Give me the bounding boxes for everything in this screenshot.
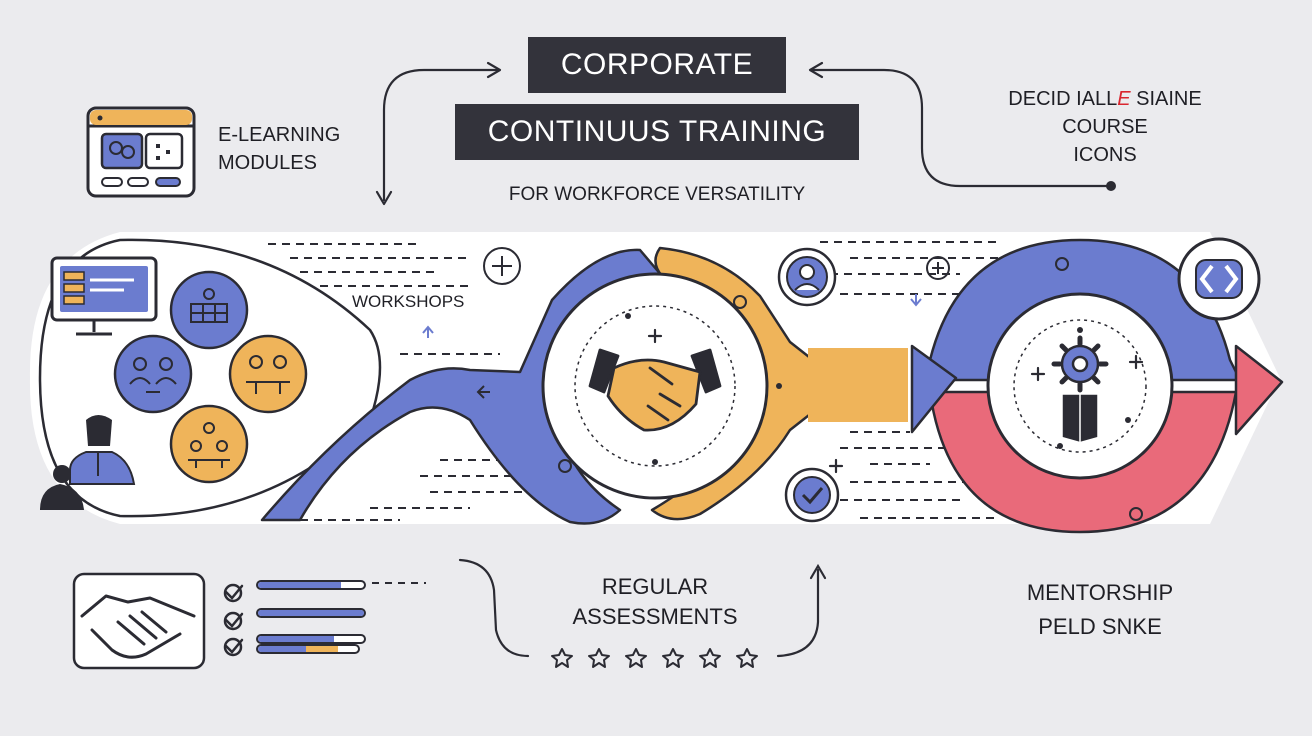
elearning-window-icon [86,106,196,198]
checklist-panel [72,572,244,670]
course-link-icon [1177,237,1261,321]
assessments-label-1: REGULAR [601,574,709,599]
progress-fill-4 [258,646,338,652]
user-avatar-icon [777,247,837,307]
decid-label-2: COURSE [1062,116,1148,138]
assessments-label-2: ASSESSMENTS [572,604,738,629]
progress-bar-2 [256,608,366,618]
assessment-bracket [458,558,827,668]
mentorship-label-1: MENTORSHIP [1026,580,1174,605]
progress-fill-3 [258,636,335,642]
progress-bar-3 [256,634,366,644]
workshops-label: WORKSHOPS [352,292,465,311]
title-line-2: CONTINUUS TRAINING [455,104,859,160]
title-line-1: CORPORATE [528,37,786,93]
decid-label-1: DECID IALLE SIAINE [1008,88,1202,110]
elearning-label-2: MODULES [218,152,317,174]
progress-bar-4 [256,644,360,654]
progress-fill-2 [258,610,364,616]
progress-bar-1 [256,580,366,590]
subtitle: FOR WORKFORCE VERSATILITY [508,184,806,205]
red-mark: E [1117,88,1131,110]
mentorship-label-2: PELD SNKE [1038,614,1162,639]
checkmark-icon [784,467,840,523]
progress-fill-1 [258,582,341,588]
people-cluster [40,256,308,510]
elearning-label-1: E-LEARNING [218,124,341,146]
decid-label-3: ICONS [1073,144,1137,166]
dash-marks [372,582,426,584]
